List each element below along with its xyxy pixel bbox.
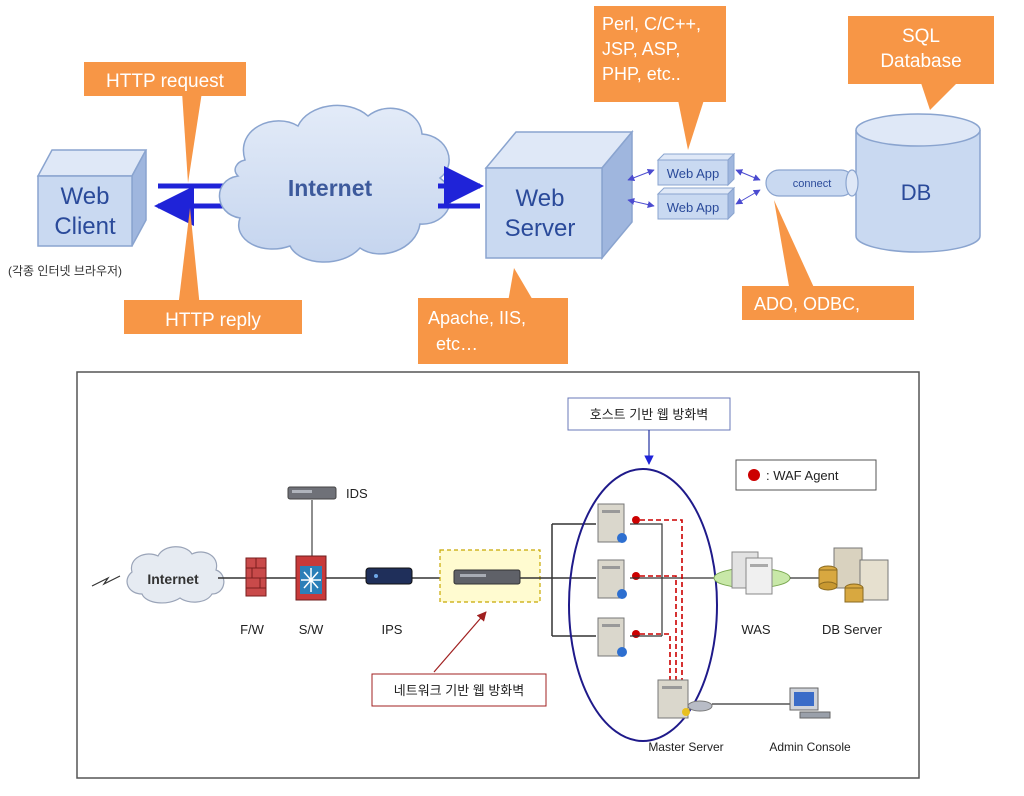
network-waf-pointer xyxy=(433,611,487,673)
db-label: DB xyxy=(901,180,932,205)
legend-label: : WAF Agent xyxy=(766,468,839,483)
ips-label: IPS xyxy=(382,622,403,637)
server-app-arrow-1 xyxy=(627,168,655,182)
firewall-icon xyxy=(245,557,267,597)
app-connect-arrow-2 xyxy=(735,189,761,205)
server-types-callout: Apache, IIS, etc… xyxy=(418,268,568,364)
connect-pipe: connect xyxy=(765,169,859,197)
web-server-box: Web Server xyxy=(484,129,634,261)
admin-console-icon xyxy=(789,687,831,719)
app-connect-arrow-1 xyxy=(735,169,761,181)
db-server-icon xyxy=(818,547,889,603)
web-app-label-2: Web App xyxy=(667,200,720,215)
network-waf-label-box: 네트워크 기반 웹 방화벽 xyxy=(371,673,547,707)
internet-small-label: Internet xyxy=(147,571,199,587)
http-request-callout: HTTP request xyxy=(84,62,246,183)
drivers-label: ADO, ODBC, xyxy=(754,294,860,314)
languages-line-2: JSP, ASP, xyxy=(602,39,680,59)
connect-label: connect xyxy=(793,178,832,190)
web-server-label-1: Web xyxy=(516,185,565,212)
sw-label: S/W xyxy=(299,622,324,637)
web-app-box-1: Web App xyxy=(656,152,736,187)
internet-cloud: Internet xyxy=(218,104,452,263)
master-server-icon xyxy=(657,679,713,719)
was-label: WAS xyxy=(741,622,770,637)
servers-to-was-lines xyxy=(630,523,728,637)
database-line-2: Database xyxy=(880,51,961,72)
http-reply-label: HTTP reply xyxy=(165,310,261,331)
admin-console-label: Admin Console xyxy=(769,740,851,754)
fw-label: F/W xyxy=(240,622,265,637)
server-types-line-1: Apache, IIS, xyxy=(428,308,526,328)
database-callout: SQL Database xyxy=(848,16,994,110)
server-bus xyxy=(551,523,596,637)
web-client-box: Web Client xyxy=(36,149,148,247)
host-waf-label: 호스트 기반 웹 방화벽 xyxy=(590,407,708,422)
master-server-label: Master Server xyxy=(648,740,723,754)
web-client-label-2: Client xyxy=(54,213,116,240)
waf-agent-dot-icon xyxy=(748,469,760,481)
waf-agent-legend: : WAF Agent xyxy=(735,459,877,491)
languages-line-3: PHP, etc.. xyxy=(602,64,681,84)
web-app-label-1: Web App xyxy=(667,166,720,181)
http-reply-callout: HTTP reply xyxy=(124,208,302,334)
drivers-callout: ADO, ODBC, xyxy=(742,200,914,320)
internet-label: Internet xyxy=(288,175,373,201)
lightning-icon xyxy=(91,575,121,587)
host-waf-ellipse xyxy=(568,468,718,742)
ips-device-icon xyxy=(365,567,413,585)
languages-line-1: Perl, C/C++, xyxy=(602,14,701,34)
client-note: (각종 인터넷 브라우저) xyxy=(8,264,122,278)
network-waf-device-icon xyxy=(453,569,521,585)
web-client-label-1: Web xyxy=(61,183,110,210)
languages-callout: Perl, C/C++, JSP, ASP, PHP, etc.. xyxy=(594,6,726,150)
was-server-icon xyxy=(731,551,773,595)
web-app-box-2: Web App xyxy=(656,186,736,221)
db-cylinder: DB xyxy=(855,113,981,253)
db-server-label: DB Server xyxy=(822,622,883,637)
network-waf-label: 네트워크 기반 웹 방화벽 xyxy=(394,683,524,698)
agent-links xyxy=(640,519,683,684)
server-types-line-2: etc… xyxy=(436,334,478,354)
host-waf-label-box: 호스트 기반 웹 방화벽 xyxy=(567,397,731,431)
web-server-icon-3 xyxy=(597,617,640,657)
http-request-label: HTTP request xyxy=(106,71,225,92)
ids-label: IDS xyxy=(346,486,368,501)
internet-cloud-small: Internet xyxy=(126,546,225,604)
ids-device-icon xyxy=(287,486,337,500)
database-line-1: SQL xyxy=(902,26,940,47)
web-server-icon-1 xyxy=(597,503,640,543)
switch-icon xyxy=(295,555,327,601)
web-server-label-2: Server xyxy=(505,215,576,242)
server-app-arrow-2 xyxy=(627,198,655,208)
